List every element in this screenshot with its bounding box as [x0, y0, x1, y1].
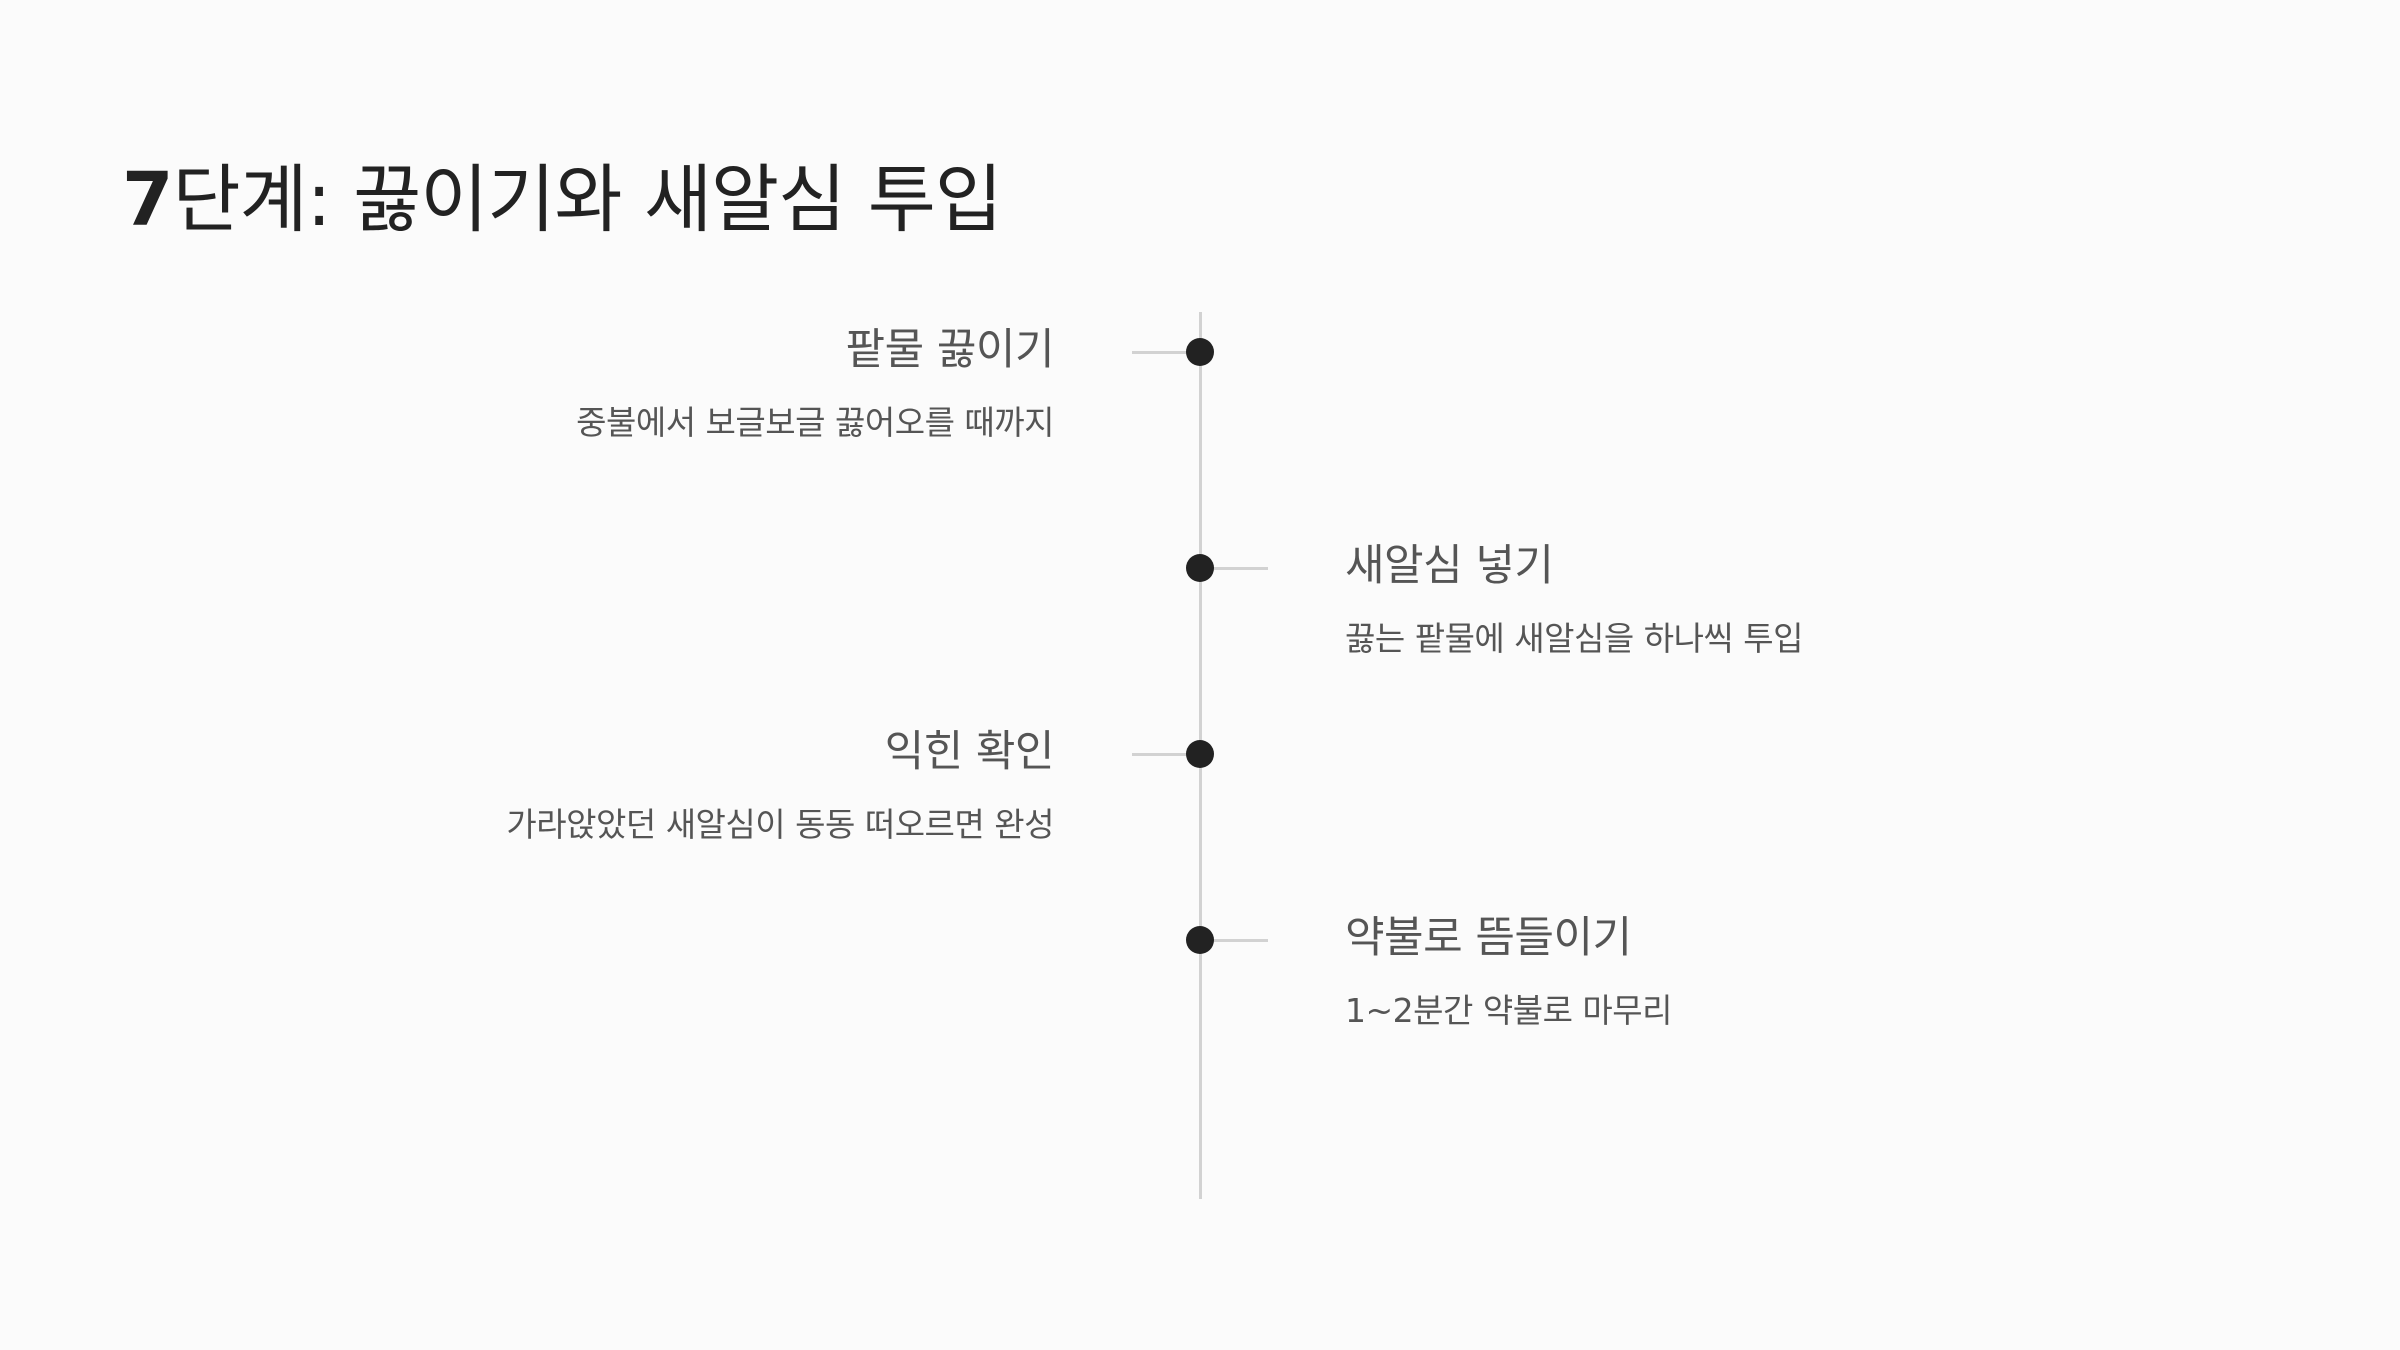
- timeline-item-title: 약불로 뜸들이기: [1345, 913, 1632, 963]
- timeline-item-description: 끓는 팥물에 새알심을 하나씩 투입: [1345, 619, 1804, 658]
- timeline-dot: [1186, 926, 1214, 954]
- timeline-item-title: 익힌 확인: [884, 727, 1055, 777]
- timeline-item-description: 중불에서 보글보글 끓어오를 때까지: [576, 403, 1054, 442]
- timeline-item-title: 팥물 끓이기: [845, 325, 1055, 375]
- timeline-dot: [1186, 740, 1214, 768]
- timeline-dot: [1186, 338, 1214, 366]
- page-title: 7단계: 끓이기와 새알심 투입: [122, 150, 1003, 250]
- timeline-connector: [1132, 351, 1200, 354]
- page-title-text: 단계: 끓이기와 새알심 투입: [172, 157, 1003, 243]
- step-number: 7: [122, 157, 173, 243]
- timeline-item-boil: 팥물 끓이기 중불에서 보글보글 끓어오를 때까지: [0, 325, 2400, 491]
- timeline-connector: [1200, 939, 1268, 942]
- timeline-connector: [1132, 753, 1200, 756]
- timeline-item-check-cooked: 익힌 확인 가라앉았던 새알심이 동동 떠오르면 완성: [0, 727, 2400, 893]
- timeline-item-description: 가라앉았던 새알심이 동동 떠오르면 완성: [506, 805, 1054, 844]
- timeline-dot: [1186, 554, 1214, 582]
- timeline-item-simmer: 약불로 뜸들이기 1~2분간 약불로 마무리: [0, 913, 2400, 1079]
- timeline-item-add-dumplings: 새알심 넣기 끓는 팥물에 새알심을 하나씩 투입: [0, 541, 2400, 707]
- timeline-item-description: 1~2분간 약불로 마무리: [1345, 991, 1673, 1030]
- timeline-connector: [1200, 567, 1268, 570]
- timeline-item-title: 새알심 넣기: [1345, 541, 1554, 591]
